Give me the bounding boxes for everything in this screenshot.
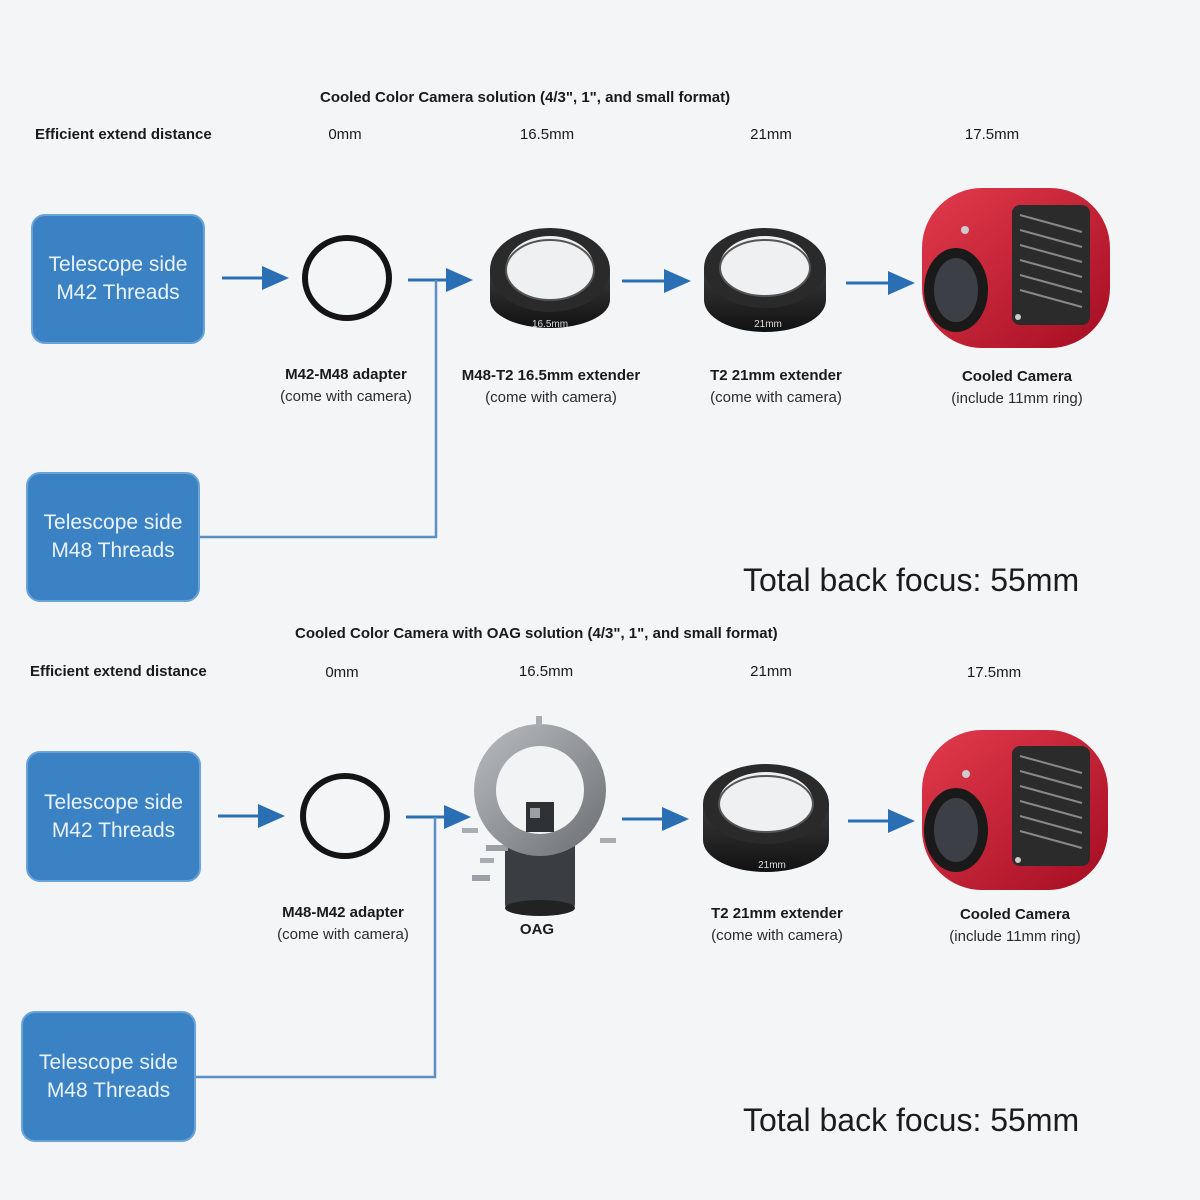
component-name: T2 21mm extender <box>711 905 843 922</box>
camera-icon <box>922 188 1110 348</box>
component-name: M48-M42 adapter <box>282 904 404 921</box>
telescope-m42-box: Telescope side M42 Threads <box>26 751 201 882</box>
telescope-side-label: Telescope side <box>44 790 183 814</box>
distance-label: Efficient extend distance <box>30 663 207 680</box>
distance-3: 17.5mm <box>966 664 1022 681</box>
telescope-m42-box: Telescope side M42 Threads <box>31 214 205 344</box>
section-standard: Cooled Color Camera solution (4/3", 1", … <box>26 89 1127 602</box>
telescope-side-label: Telescope side <box>43 511 183 534</box>
camera-icon <box>922 730 1108 890</box>
component-caption: OAG <box>427 919 647 941</box>
section-1-graphics: 16.5mm 21mm <box>200 188 1110 539</box>
component-note: (come with camera) <box>710 389 842 406</box>
extender-ring-icon: 21mm <box>704 228 826 332</box>
component-note: (include 11mm ring) <box>949 928 1081 945</box>
component-note: (come with camera) <box>711 927 843 944</box>
o-ring-icon <box>300 773 390 859</box>
thread-label: M42 Threads <box>56 281 180 304</box>
component-name: Cooled Camera <box>961 368 1073 385</box>
component-name: OAG <box>519 921 555 938</box>
component-note: (include 11mm ring) <box>951 390 1083 407</box>
component-caption: M48-M42 adapter (come with camera) <box>233 902 453 946</box>
distance-1: 16.5mm <box>519 126 575 143</box>
component-caption: Cooled Camera (include 11mm ring) <box>907 366 1127 410</box>
component-caption: M48-T2 16.5mm extender (come with camera… <box>441 365 661 409</box>
distance-1: 16.5mm <box>518 663 574 680</box>
section-oag: Cooled Color Camera with OAG solution (4… <box>0 540 1200 1200</box>
distance-2: 21mm <box>750 663 792 680</box>
thread-label: M48 Threads <box>46 1078 171 1102</box>
component-note: (come with camera) <box>485 389 617 406</box>
engraving-text: 16.5mm <box>532 319 568 330</box>
telescope-m48-box: Telescope side M48 Threads <box>26 472 200 602</box>
engraving-text: 21mm <box>754 319 782 330</box>
component-caption: T2 21mm extender (come with camera) <box>666 365 886 409</box>
telescope-side-label: Telescope side <box>39 1050 178 1074</box>
section-title: Cooled Color Camera solution (4/3", 1", … <box>320 89 731 106</box>
component-name: Cooled Camera <box>959 906 1071 923</box>
distance-0: 0mm <box>328 126 362 143</box>
distance-3: 17.5mm <box>964 126 1020 143</box>
component-caption: Cooled Camera (include 11mm ring) <box>905 904 1125 948</box>
o-ring-icon <box>302 235 392 321</box>
component-name: M48-T2 16.5mm extender <box>461 367 641 384</box>
total-back-focus: Total back focus: 55mm <box>743 562 1080 598</box>
component-name: T2 21mm extender <box>710 367 842 384</box>
component-caption: M42-M48 adapter (come with camera) <box>236 364 456 408</box>
distance-0: 0mm <box>325 664 359 681</box>
engraving-text: 21mm <box>758 860 786 871</box>
section-2-graphics: 21mm <box>196 716 1108 1079</box>
thread-label: M48 Threads <box>51 539 175 562</box>
section-title: Cooled Color Camera with OAG solution (4… <box>295 625 778 642</box>
distance-2: 21mm <box>750 126 792 143</box>
extender-ring-icon: 16.5mm <box>490 228 610 330</box>
component-caption: T2 21mm extender (come with camera) <box>667 903 887 947</box>
total-back-focus: Total back focus: 55mm <box>743 1102 1080 1138</box>
telescope-m48-box: Telescope side M48 Threads <box>21 1011 196 1142</box>
component-note: (come with camera) <box>277 926 409 943</box>
component-name: M42-M48 adapter <box>285 366 407 383</box>
distance-label: Efficient extend distance <box>35 126 212 143</box>
thread-label: M42 Threads <box>51 818 176 842</box>
connector-line <box>196 817 437 1079</box>
oag-icon <box>462 716 616 916</box>
component-note: (come with camera) <box>280 388 412 405</box>
telescope-side-label: Telescope side <box>48 253 188 276</box>
extender-ring-icon: 21mm <box>703 764 829 872</box>
connector-line <box>200 280 438 539</box>
